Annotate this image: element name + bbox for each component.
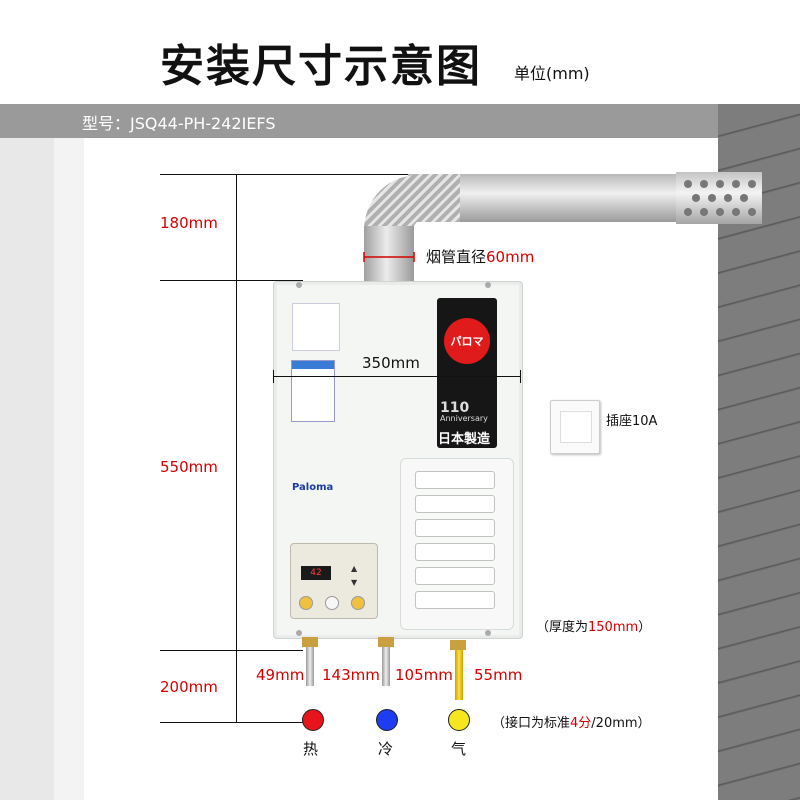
page-title: 安装尺寸示意图 xyxy=(160,41,482,92)
gap-label-2: 143mm xyxy=(322,666,380,684)
control-button xyxy=(325,596,339,610)
valve-handle xyxy=(378,637,394,647)
unit-label: 单位(mm) xyxy=(514,64,590,83)
flue-diameter-label: 烟管直径60mm xyxy=(426,248,535,266)
brand-name: Paloma xyxy=(292,482,334,493)
anniversary-number: 110 xyxy=(440,400,470,416)
width-tick-left xyxy=(273,370,274,383)
mounting-screw xyxy=(485,630,491,636)
unit-height-label: 550mm xyxy=(160,458,218,476)
paloma-logo-icon xyxy=(444,318,490,364)
thickness-note: （厚度为150mm） xyxy=(536,620,652,635)
valve-handle xyxy=(450,640,466,650)
gap-label-1: 49mm xyxy=(256,666,305,684)
gap-label-3: 105mm xyxy=(395,666,453,684)
heater-top-line xyxy=(160,280,303,281)
unit-width-label: 350mm xyxy=(362,354,420,372)
hot-water-pipe xyxy=(306,640,314,686)
spec-sticker xyxy=(292,303,340,351)
valve-handle xyxy=(302,637,318,647)
cold-water-pipe xyxy=(382,640,390,686)
air-vent xyxy=(400,458,514,630)
cold-label: 冷 xyxy=(378,740,394,758)
width-dimension-line xyxy=(273,376,521,377)
bottom-clearance-label: 200mm xyxy=(160,678,218,696)
left-wall-edge xyxy=(54,138,84,800)
flue-pipe-terminal xyxy=(676,172,762,224)
model-number: 型号：JSQ44-PH-242IEFS xyxy=(82,114,276,133)
hot-label: 热 xyxy=(303,740,319,758)
left-wall xyxy=(0,138,54,800)
control-button xyxy=(299,596,313,610)
gas-connection-dot xyxy=(448,709,470,731)
power-socket-icon xyxy=(550,400,600,454)
connector-note: （接口为标准4分/20mm） xyxy=(492,716,651,731)
mounting-screw xyxy=(296,630,302,636)
temperature-display: 42 xyxy=(301,566,331,580)
up-arrow-icon: ▲ xyxy=(351,564,358,573)
anniversary-text: Anniversary xyxy=(440,414,488,423)
brand-logo-text: パロマ xyxy=(450,335,484,348)
top-clearance-label: 180mm xyxy=(160,214,218,232)
model-bar xyxy=(0,104,800,138)
energy-label xyxy=(291,360,335,422)
connection-line xyxy=(160,722,303,723)
flue-pipe-vertical xyxy=(364,226,414,282)
control-button xyxy=(351,596,365,610)
mounting-screw xyxy=(296,282,302,288)
cold-connection-dot xyxy=(376,709,398,731)
width-tick-right xyxy=(520,370,521,383)
mounting-screw xyxy=(485,282,491,288)
gap-label-4: 55mm xyxy=(474,666,523,684)
hot-connection-dot xyxy=(302,709,324,731)
socket-label: 插座10A xyxy=(606,414,658,429)
gas-label: 气 xyxy=(451,740,467,758)
flue-diameter-marker xyxy=(363,252,415,262)
made-in-japan: 日本製造 xyxy=(438,432,491,447)
control-panel: 42 ▲ ▼ xyxy=(290,543,378,619)
top-reference-line xyxy=(160,174,465,175)
vertical-dimension-line xyxy=(236,174,237,722)
down-arrow-icon: ▼ xyxy=(351,578,358,587)
heater-bottom-line xyxy=(160,650,303,651)
gas-pipe xyxy=(455,644,463,700)
